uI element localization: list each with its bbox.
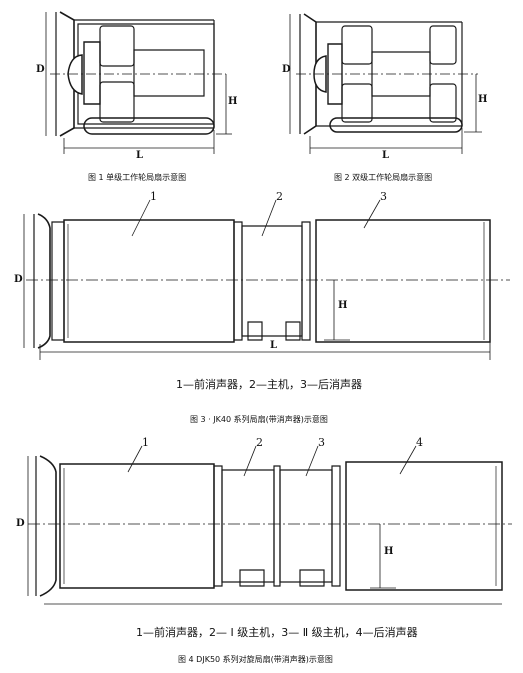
fig2-dimension-d: D bbox=[282, 64, 291, 75]
fig4-dimension-d: D bbox=[16, 518, 25, 529]
fig1-dimension-l: L bbox=[136, 150, 144, 161]
figure-2-dual-stage-fan bbox=[290, 14, 482, 154]
fig4-dimension-h: H bbox=[384, 546, 394, 557]
fig3-dimension-h: H bbox=[338, 300, 348, 311]
figure-4-djk50-fan bbox=[28, 446, 512, 604]
fig3-legend: 1—前消声器，2—主机，3—后消声器 bbox=[176, 378, 362, 391]
fig3-label-1: 1 bbox=[150, 190, 157, 203]
figure-3-jk40-fan bbox=[24, 200, 510, 360]
fig1-caption: 图 1 单级工作轮局扇示意图 bbox=[88, 173, 187, 182]
fig4-label-3: 3 bbox=[318, 436, 325, 449]
figure-1-single-stage-fan bbox=[46, 12, 232, 154]
fig3-dimension-d: D bbox=[14, 274, 23, 285]
fig4-label-1: 1 bbox=[142, 436, 149, 449]
fig3-label-3: 3 bbox=[380, 190, 387, 203]
fig4-label-2: 2 bbox=[256, 436, 263, 449]
fig1-dimension-d: D bbox=[36, 64, 45, 75]
fig3-dimension-l: L bbox=[270, 340, 278, 351]
fig3-label-2: 2 bbox=[276, 190, 283, 203]
fig4-label-4: 4 bbox=[416, 436, 423, 449]
fig1-dimension-h: H bbox=[228, 96, 238, 107]
fig2-dimension-l: L bbox=[382, 150, 390, 161]
fig4-caption: 图 4 DJK50 系列对旋局扇(带消声器)示意图 bbox=[178, 655, 333, 664]
fig4-legend: 1—前消声器，2— Ⅰ 级主机，3— Ⅱ 级主机，4—后消声器 bbox=[136, 626, 418, 639]
fig3-caption: 图 3 · JK40 系列局扇(带消声器)示意图 bbox=[190, 415, 328, 424]
fig2-dimension-h: H bbox=[478, 94, 488, 105]
fig2-caption: 图 2 双级工作轮局扇示意图 bbox=[334, 173, 433, 182]
